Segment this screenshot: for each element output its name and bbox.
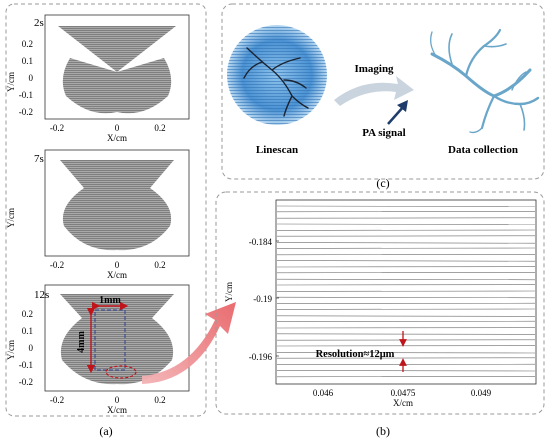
plot-12s-xtick: 0 bbox=[115, 395, 120, 405]
plot-7s-time-label: 7s bbox=[34, 153, 44, 165]
plot-2s-xtick: -0.2 bbox=[50, 123, 64, 133]
plot-12s-ytick: 0.1 bbox=[22, 326, 33, 336]
linescan-disc bbox=[227, 25, 327, 125]
plot-12s-time-label: 12s bbox=[34, 289, 49, 301]
pa-signal-arrow bbox=[387, 105, 405, 125]
scan-line bbox=[276, 260, 536, 262]
vessel-silhouette bbox=[243, 47, 309, 117]
panel-b-caption: (b) bbox=[376, 424, 390, 438]
panel-c-caption: (c) bbox=[376, 176, 389, 190]
scan-line bbox=[276, 223, 536, 225]
zoom-xtick: 0.046 bbox=[313, 388, 334, 398]
resolution-annotation: Resolution≈12μm bbox=[316, 349, 395, 360]
scan-line bbox=[276, 315, 536, 317]
plot-2s-xtick: 0.2 bbox=[154, 123, 165, 133]
plot-7s-xlabel: X/cm bbox=[107, 270, 127, 280]
plot-2s-time-label: 2s bbox=[34, 17, 44, 29]
plot-7s-xtick: -0.2 bbox=[50, 260, 64, 270]
scan-line bbox=[276, 370, 536, 372]
plot-12s-ytick: -0.2 bbox=[19, 377, 33, 387]
width-annotation: 1mm bbox=[99, 295, 121, 306]
plot-2s: 2s bbox=[34, 14, 190, 120]
zoom-ytick: -0.19 bbox=[253, 294, 272, 304]
zoom-ytick: -0.184 bbox=[249, 237, 273, 247]
plot-12s-ytick: 0.2 bbox=[22, 309, 33, 319]
zoom-arrow bbox=[142, 302, 236, 384]
panel-a-frame bbox=[5, 3, 207, 417]
panel-c-frame bbox=[221, 3, 545, 180]
plot-2s-xtick: 0 bbox=[115, 123, 120, 133]
plot-7s-xtick: 0 bbox=[115, 260, 120, 270]
zoom-xtick: 0.049 bbox=[471, 388, 492, 398]
plot-12s: 12s 1mm 4mm bbox=[34, 284, 190, 392]
data-collection-label: Data collection bbox=[448, 144, 518, 156]
imaging-label: Imaging bbox=[354, 63, 394, 75]
plot-2s-xlabel: X/cm bbox=[107, 133, 127, 143]
plot-2s-ytick: 0 bbox=[29, 73, 34, 83]
zoom-ellipse bbox=[105, 365, 137, 379]
plot-2s-ytick: 0.1 bbox=[22, 56, 33, 66]
imaging-arrow bbox=[334, 76, 414, 106]
scan-line bbox=[276, 278, 536, 281]
plot-7s: 7s bbox=[34, 149, 190, 257]
zoom-plot-axes bbox=[275, 199, 537, 385]
plot-7s-ylabel: Y/cm bbox=[6, 208, 16, 228]
plot-2s-ytick: 0.2 bbox=[22, 39, 33, 49]
panel-a-caption: (a) bbox=[99, 424, 112, 438]
pa-signal-arrowhead bbox=[397, 100, 408, 112]
plot-12s-xlabel: X/cm bbox=[107, 405, 127, 415]
zoom-plot: Resolution≈12μm bbox=[275, 199, 537, 385]
scan-line bbox=[276, 333, 536, 335]
plot-12s-ytick: 0 bbox=[29, 343, 34, 353]
zoom-xlabel: X/cm bbox=[393, 398, 413, 408]
scan-line bbox=[276, 205, 536, 207]
plot-12s-ytick: -0.1 bbox=[19, 360, 33, 370]
plot-2s-cone bbox=[58, 26, 176, 72]
panel-b-frame bbox=[215, 191, 545, 415]
plot-7s-shape bbox=[60, 160, 174, 251]
plot-12s-ylabel: Y/cm bbox=[6, 340, 16, 360]
zoom-ylabel: Y/cm bbox=[224, 282, 234, 302]
vessel-tree bbox=[430, 28, 540, 134]
plot-2s-ytick: -0.2 bbox=[19, 107, 33, 117]
plot-2s-ytick: -0.1 bbox=[19, 90, 33, 100]
zoom-ytick: -0.196 bbox=[249, 352, 273, 362]
scan-lines bbox=[276, 205, 536, 378]
plot-7s-xtick: 0.2 bbox=[154, 260, 165, 270]
plot-12s-xtick: 0.2 bbox=[154, 395, 165, 405]
zoom-xtick: 0.0475 bbox=[391, 388, 416, 398]
pa-signal-label: PA signal bbox=[362, 127, 406, 139]
height-annotation: 4mm bbox=[76, 331, 87, 353]
plot-2s-bulb bbox=[62, 58, 172, 114]
plot-12s-xtick: -0.2 bbox=[50, 395, 64, 405]
scan-line bbox=[276, 296, 536, 299]
linescan-label: Linescan bbox=[256, 144, 298, 156]
plot-2s-ylabel: Y/cm bbox=[6, 72, 16, 92]
scan-line bbox=[276, 242, 536, 244]
scan-line bbox=[276, 352, 536, 354]
